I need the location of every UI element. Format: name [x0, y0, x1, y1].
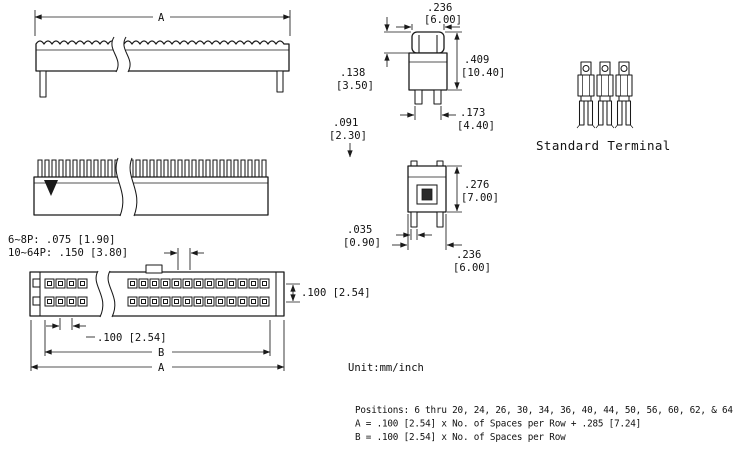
dim-rib-pitch: .091 [2.30]: [329, 117, 367, 158]
dim-overall-a-bottom: A: [30, 320, 285, 374]
center-contact: [421, 188, 433, 201]
end-view-top: [408, 31, 448, 105]
dim-row-spacing: .100 [2.54]: [286, 283, 371, 303]
dim-contact-pitch: .100 [2.54]: [46, 318, 167, 344]
dim-row-spacing-label: .100 [2.54]: [301, 287, 371, 299]
dim-cap-width-in: .236: [427, 2, 452, 14]
dim-cap-width-mm: [6.00]: [424, 14, 462, 26]
contact-row-2: [44, 296, 270, 307]
dim-total-height: .409 [10.40]: [445, 31, 505, 91]
note-formula-b: B = .100 [2.54] x No. of Spaces per Row: [355, 432, 566, 443]
dim-body-height-mm: [7.00]: [461, 192, 499, 204]
end-view-bottom: [407, 160, 447, 228]
standard-terminal-caption: Standard Terminal: [536, 138, 671, 153]
dim-overall-a-bottom-label: A: [158, 362, 165, 374]
dim-row-offset-6-8p: 6~8P: .075 [1.90]: [8, 234, 115, 246]
dim-leg-width-in: .035: [347, 224, 372, 236]
dim-contact-pitch-label: .100 [2.54]: [97, 332, 167, 344]
dim-body-width-mm: [6.00]: [453, 262, 491, 274]
unit-label: Unit:mm/inch: [348, 362, 424, 374]
break-symbol: [116, 157, 137, 217]
break-symbol: [111, 36, 131, 73]
dim-span-b-label: B: [158, 347, 164, 359]
contact-row-1: [44, 278, 270, 289]
dim-body-height-in: .276: [464, 179, 489, 191]
dim-cap-height-mm: [3.50]: [336, 80, 374, 92]
bottom-view: [29, 264, 285, 318]
dim-body-width: .236 [6.00]: [392, 214, 491, 274]
notes-block: Positions: 6 thru 20, 24, 26, 30, 34, 36…: [355, 405, 734, 443]
standard-terminal-view: Standard Terminal: [536, 61, 671, 153]
side-view-right-leg: [276, 70, 284, 93]
dim-cap-width: .236 [6.00]: [396, 2, 462, 30]
dim-body-width-in: .236: [456, 249, 481, 261]
dim-total-height-mm: [10.40]: [461, 67, 505, 79]
dim-leg-width: .035 [0.90]: [343, 224, 432, 249]
polarity-tab: [145, 264, 163, 274]
dim-total-height-in: .409: [464, 54, 489, 66]
dim-leg-span-in: .173: [460, 107, 485, 119]
note-positions: Positions: 6 thru 20, 24, 26, 30, 34, 36…: [355, 405, 733, 416]
break-symbol: [96, 270, 115, 318]
dim-span-b: B: [44, 320, 271, 359]
note-formula-a: A = .100 [2.54] x No. of Spaces per Row …: [355, 419, 641, 430]
dim-body-height: .276 [7.00]: [447, 165, 499, 213]
side-view: [35, 36, 290, 98]
dim-leg-width-mm: [0.90]: [343, 237, 381, 249]
dim-leg-span-mm: [4.40]: [457, 120, 495, 132]
dim-label-a-top: A: [158, 12, 165, 24]
dim-cap-height: .138 [3.50]: [336, 17, 411, 92]
side-view-left-leg: [39, 70, 47, 98]
dim-row-offset-10-64p: 10~64P: .150 [3.80]: [8, 247, 128, 259]
polarity-triangle: [44, 180, 58, 196]
dim-overall-a-top: A: [34, 10, 291, 36]
dim-leg-span: .173 [4.40]: [400, 106, 495, 132]
dim-row-offset: 6~8P: .075 [1.90] 10~64P: .150 [3.80]: [8, 234, 204, 270]
dim-rib-pitch-mm: [2.30]: [329, 130, 367, 142]
dim-rib-pitch-in: .091: [333, 117, 358, 129]
dim-cap-height-in: .138: [340, 67, 365, 79]
front-view: [33, 157, 269, 217]
